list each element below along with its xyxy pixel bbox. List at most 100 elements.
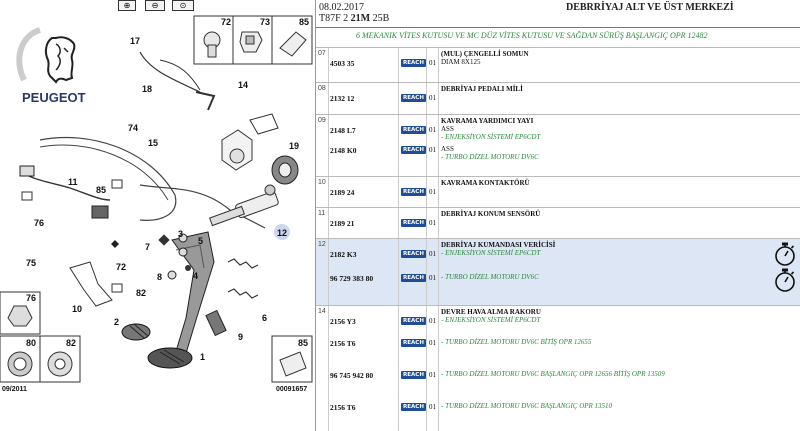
callout-labels: 17 18 14 74 15 19 11 85 76 12 7 3 5 75 7… [26,36,299,362]
part-description: DEBRİYAJ KONUM SENSÖRÜ [441,210,541,218]
group-index: 10 [318,179,326,186]
part-reference: 2156 Y3 [330,317,356,326]
svg-text:72: 72 [221,17,231,27]
svg-text:85: 85 [299,17,309,27]
zoom-in-button[interactable]: ⊕ [118,0,136,11]
part-reference: 2148 K0 [330,146,357,155]
svg-text:76: 76 [34,218,44,228]
svg-text:18: 18 [142,84,152,94]
reach-button[interactable]: REACH [401,250,426,258]
part-description: - TURBO DİZEL MOTORU DV6C BİTİŞ OPR 1265… [441,338,592,346]
part-description: - TURBO DİZEL MOTORU DV6C BAŞLANGIÇ OPR … [441,402,613,410]
svg-text:9: 9 [238,332,243,342]
zoom-in-icon: ⊕ [123,1,131,10]
stopwatch-icon[interactable] [774,267,796,293]
part-reference: 2189 24 [330,188,355,197]
peugeot-lion-logo [16,27,76,84]
parts-diagram[interactable]: PEUGEOT 72 73 85 [0,0,315,431]
group-index: 12 [318,241,326,248]
part-quantity: 01 [429,146,436,154]
svg-text:80: 80 [26,338,36,348]
reach-button[interactable]: REACH [401,317,426,325]
exploded-view-drawing: PEUGEOT 72 73 85 [0,15,313,383]
svg-text:85: 85 [298,338,308,348]
part-quantity: 01 [429,94,436,102]
svg-text:75: 75 [26,258,36,268]
svg-text:6: 6 [262,313,267,323]
reach-button[interactable]: REACH [401,94,426,102]
brand-text: PEUGEOT [22,90,86,105]
part-description: DEBRİYAJ PEDALI MİLİ [441,85,523,93]
group-index: 11 [318,210,326,217]
part-quantity: 01 [429,317,436,325]
part-description: - TURBO DİZEL MOTORU DV6C BAŞLANGIÇ OPR … [441,370,665,378]
zoom-fit-icon: ⊙ [179,1,187,10]
part-reference: 2182 K3 [330,250,357,259]
part-quantity: 01 [429,403,436,411]
part-description: KAVRAMA KONTAKTÖRÜ [441,179,530,187]
svg-text:82: 82 [136,288,146,298]
zoom-out-button[interactable]: ⊖ [145,0,165,11]
clutch-master-cylinder [209,184,279,227]
stopwatch-icon[interactable] [774,241,796,267]
reach-button[interactable]: REACH [401,188,426,196]
part-quantity: 01 [429,126,436,134]
reach-button[interactable]: REACH [401,274,426,282]
svg-text:76: 76 [26,293,36,303]
svg-text:17: 17 [130,36,140,46]
svg-text:4: 4 [193,271,198,281]
reach-button[interactable]: REACH [401,339,426,347]
svg-text:74: 74 [128,123,138,133]
svg-text:11: 11 [68,177,78,187]
part-reference: 2148 L7 [330,126,356,135]
svg-text:7: 7 [145,242,150,252]
part-reference: 2156 T6 [330,403,356,412]
part-description: DEBRİYAJ KUMANDASI VERİCİSİ- ENJEKSİYON … [441,241,556,257]
reach-button[interactable]: REACH [401,403,426,411]
group-index: 08 [318,85,326,92]
page-title: DEBRRİYAJ ALT VE ÜST MERKEZİ [566,2,734,13]
svg-text:15: 15 [148,138,158,148]
zoom-fit-button[interactable]: ⊙ [172,0,194,11]
reach-button[interactable]: REACH [401,146,426,154]
reach-button[interactable]: REACH [401,219,426,227]
svg-text:73: 73 [260,17,270,27]
parts-list-panel: 08.02.2017 T87F 2 21M 25B DEBRRİYAJ ALT … [315,0,800,431]
part-reference: 96 729 383 80 [330,274,374,283]
diagram-doc-code: 00091657 [276,386,308,393]
diagram-date-code: 09/2011 [2,386,27,393]
header-date: 08.02.2017 [319,2,364,13]
svg-text:1: 1 [200,352,205,362]
part-reference: 2189 21 [330,219,355,228]
reach-button[interactable]: REACH [401,126,426,134]
reach-button[interactable]: REACH [401,59,426,67]
group-index: 07 [318,50,326,57]
zoom-out-icon: ⊖ [151,1,159,10]
part-quantity: 01 [429,339,436,347]
svg-text:72: 72 [116,262,126,272]
part-quantity: 01 [429,371,436,379]
part-quantity: 01 [429,274,436,282]
svg-text:10: 10 [72,304,82,314]
reach-button[interactable]: REACH [401,371,426,379]
